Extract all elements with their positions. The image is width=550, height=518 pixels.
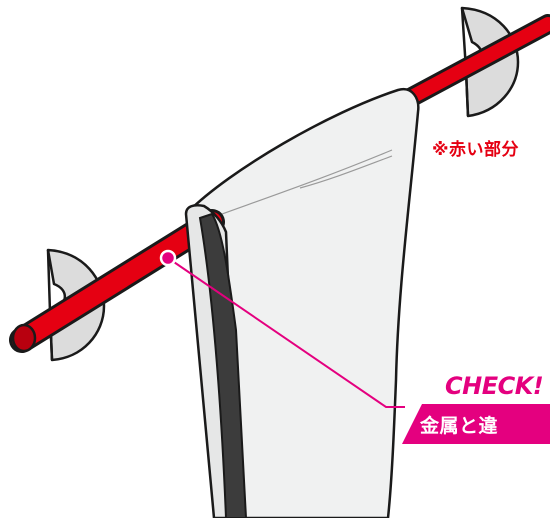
callout-dot-icon [161,251,175,265]
red-part-note: ※赤い部分 [432,135,519,160]
rod-end-cap [13,325,35,351]
check-banner: 金属と違 [402,404,550,444]
check-title: CHECK! [445,372,543,400]
